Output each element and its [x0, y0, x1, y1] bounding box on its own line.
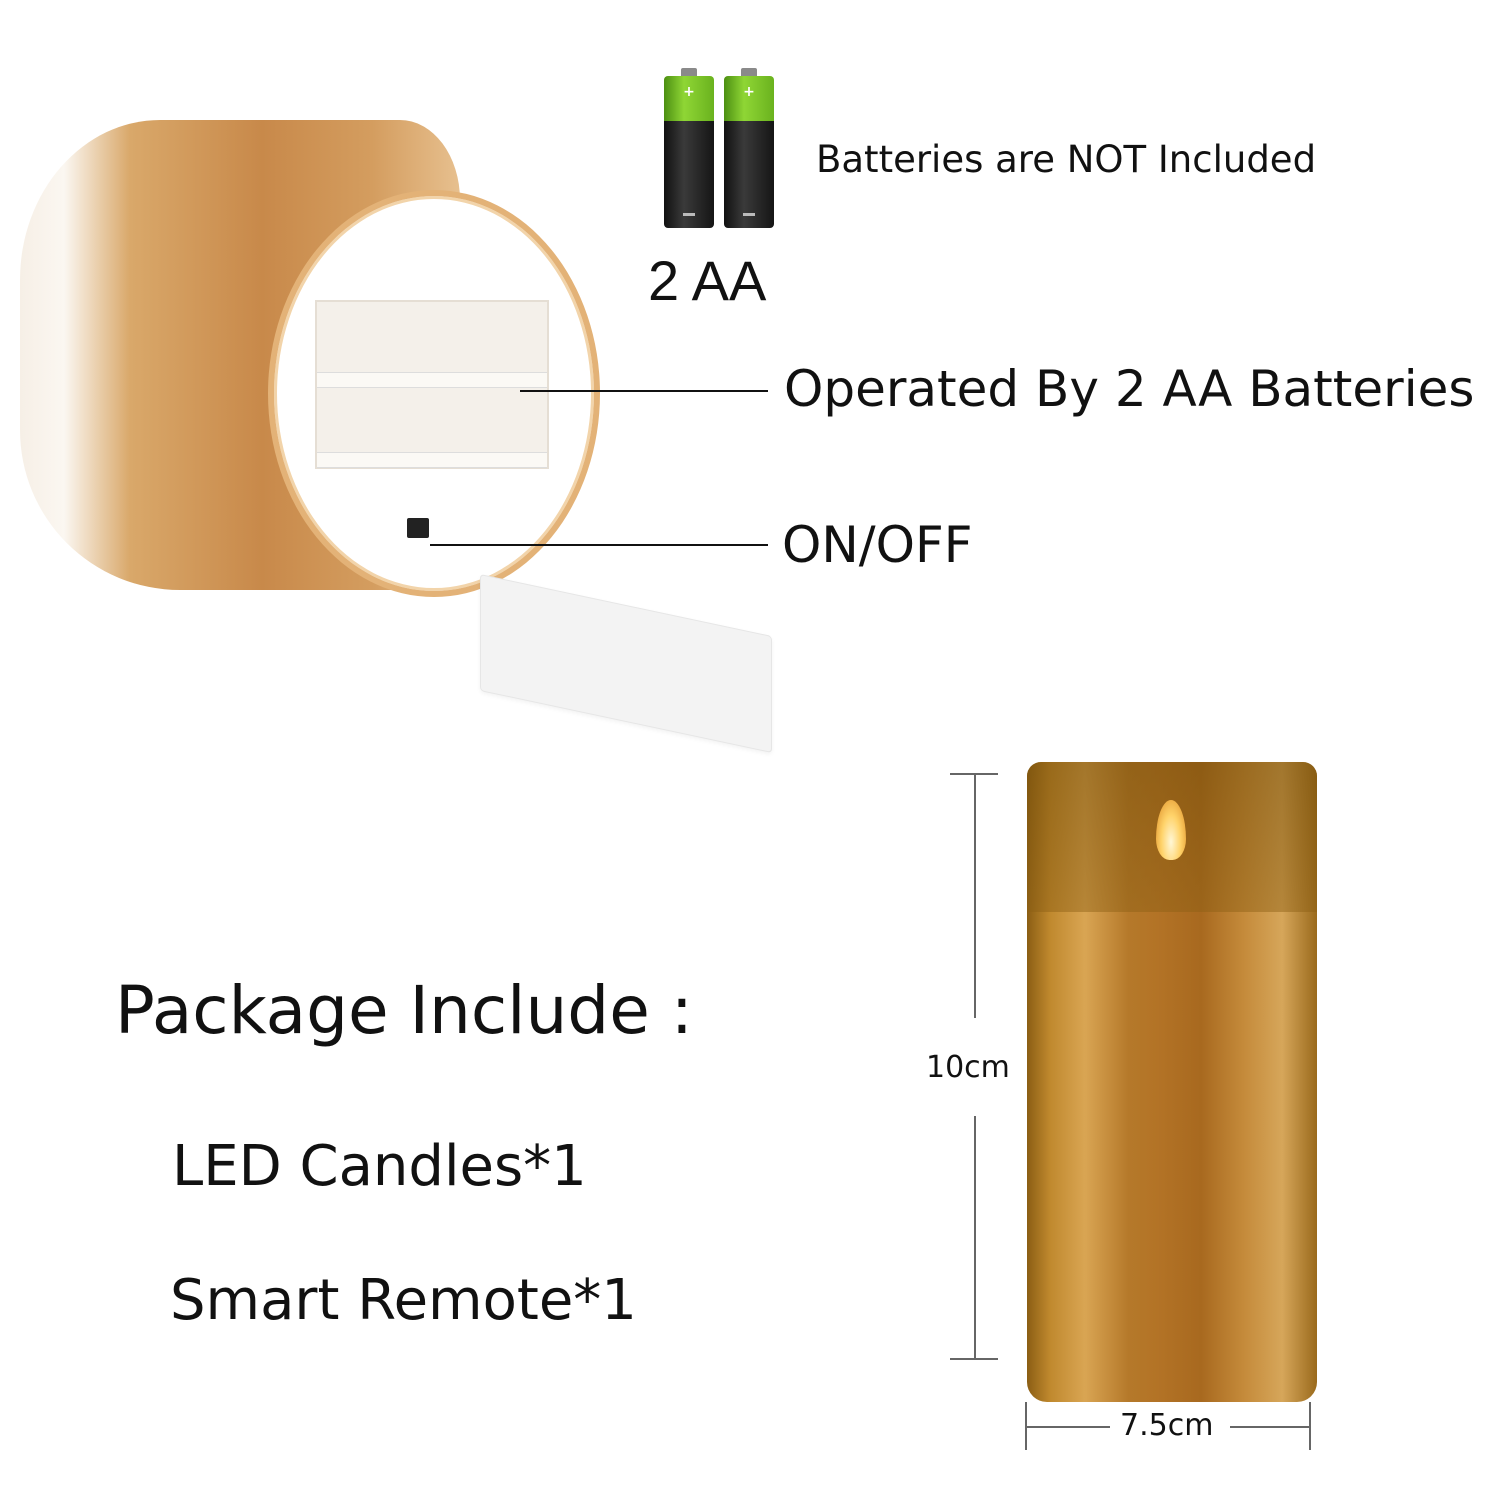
flame-icon	[1156, 800, 1186, 860]
package-item: Smart Remote*1	[170, 1268, 637, 1333]
battery-icon: +	[724, 68, 774, 228]
battery-compartment	[315, 300, 549, 469]
height-label: 10cm	[926, 1050, 1010, 1085]
battery-icon: +	[664, 68, 714, 228]
batteries-not-included-note: Batteries are NOT Included	[816, 138, 1317, 181]
battery-cover	[480, 573, 772, 754]
compartment-rail	[317, 452, 547, 468]
callout-line-batteries	[520, 390, 768, 392]
on-off-switch	[407, 518, 429, 538]
package-item: LED Candles*1	[172, 1134, 587, 1199]
battery-type-label: 2 AA	[648, 249, 767, 312]
callout-on-off: ON/OFF	[782, 516, 973, 574]
width-label: 7.5cm	[1120, 1408, 1214, 1443]
callout-line-switch	[430, 544, 768, 546]
callout-operated-by-batteries: Operated By 2 AA Batteries	[784, 360, 1475, 418]
package-title: Package Include :	[115, 972, 694, 1049]
compartment-divider	[317, 372, 547, 388]
